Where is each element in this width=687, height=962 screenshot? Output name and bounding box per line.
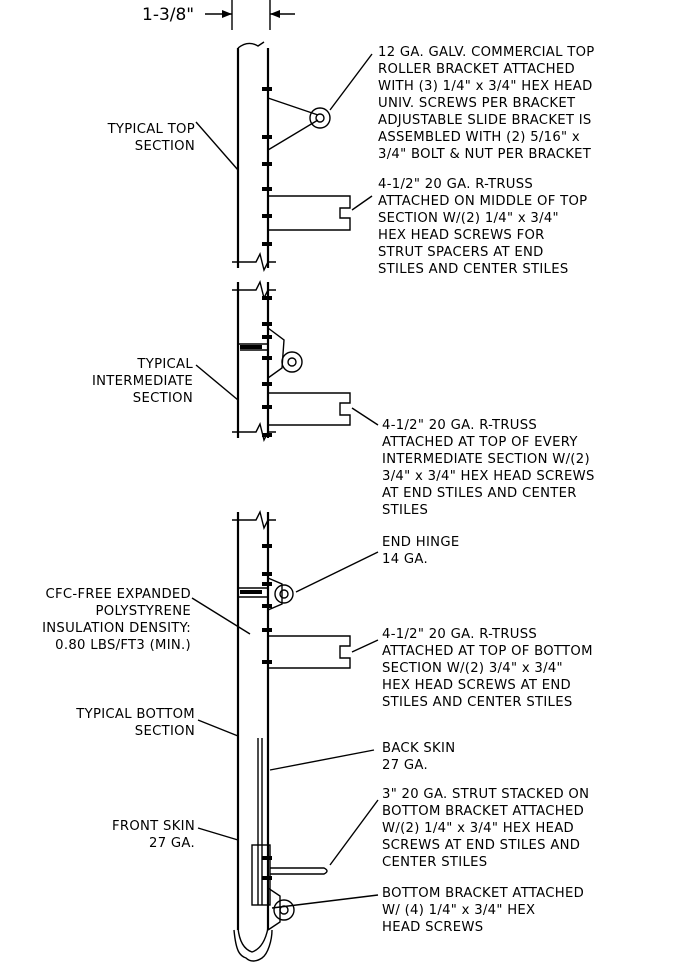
end-hinge-roller [267,577,294,611]
callout-line: 4-1/2" 20 GA. R-TRUSS [382,418,537,433]
callout-top-roller-bracket: 12 GA. GALV. COMMERCIAL TOP ROLLER BRACK… [378,45,595,162]
callout-line: ATTACHED AT TOP OF BOTTOM [382,644,593,659]
callout-line: ADJUSTABLE SLIDE BRACKET IS [378,113,592,128]
left-labels: TYPICAL TOP SECTION TYPICAL INTERMEDIATE… [42,122,195,851]
label-insulation-line4: 0.80 LBS/FT3 (MIN.) [55,638,191,653]
callout-strut: 3" 20 GA. STRUT STACKED ON BOTTOM BRACKE… [382,787,589,870]
label-top-section-line1: TYPICAL TOP [107,122,195,137]
label-insulation-line1: CFC-FREE EXPANDED [46,587,191,602]
bottom-astragal-seal [233,927,273,962]
callout-line: SECTION W/(2) 1/4" x 3/4" [378,211,559,226]
callout-line: ATTACHED ON MIDDLE OF TOP [378,194,587,209]
intermediate-hinge-roller [267,327,303,379]
callout-line: BOTTOM BRACKET ATTACHED [382,804,584,819]
label-top-section-line2: SECTION [135,139,195,154]
callout-line: STILES AND CENTER STILES [382,695,573,710]
callout-top-r-truss: 4-1/2" 20 GA. R-TRUSS ATTACHED ON MIDDLE… [378,177,587,277]
callout-line: AT END STILES AND CENTER [382,486,577,501]
callout-line: HEX HEAD SCREWS AT END [382,678,571,693]
callout-line: UNIV. SCREWS PER BRACKET [378,96,576,111]
callout-line: CENTER STILES [382,855,487,870]
label-front-skin-line2: 27 GA. [149,836,195,851]
callout-bottom-r-truss: 4-1/2" 20 GA. R-TRUSS ATTACHED AT TOP OF… [382,627,593,710]
top-section-panel [232,41,351,273]
callout-line: INTERMEDIATE SECTION W/(2) [382,452,590,467]
callout-line: 14 GA. [382,552,428,567]
callout-line: W/(2) 1/4" x 3/4" HEX HEAD [382,821,574,836]
top-roller-bracket [267,97,331,151]
label-intermediate-line1: TYPICAL [136,357,193,372]
callout-line: BOTTOM BRACKET ATTACHED [382,886,584,901]
callout-end-hinge: END HINGE 14 GA. [382,535,459,567]
callout-line: HEX HEAD SCREWS FOR [378,228,545,243]
callout-line: 3/4" x 3/4" HEX HEAD SCREWS [382,469,595,484]
callout-line: WITH (3) 1/4" x 3/4" HEX HEAD [378,79,593,94]
callout-line: SECTION W/(2) 3/4" x 3/4" [382,661,563,676]
left-leaders [191,121,251,841]
intermediate-section-panel [232,279,351,443]
callout-line: 27 GA. [382,758,428,773]
callout-line: END HINGE [382,535,459,550]
callout-line: HEAD SCREWS [382,920,483,935]
callout-line: STRUT SPACERS AT END [378,245,544,260]
label-intermediate-line3: SECTION [133,391,193,406]
callout-line: BACK SKIN [382,741,455,756]
callout-line: 4-1/2" 20 GA. R-TRUSS [378,177,533,192]
label-bottom-section-line2: SECTION [135,724,195,739]
thickness-dimension: 1-3/8" [142,0,295,30]
top-r-truss [268,195,351,231]
callout-line: ASSEMBLED WITH (2) 5/16" x [378,130,580,145]
bottom-bracket [267,887,295,931]
callout-line: STILES AND CENTER STILES [378,262,569,277]
callout-line: STILES [382,503,428,518]
callout-line: W/ (4) 1/4" x 3/4" HEX [382,903,535,918]
bottom-section-panel [232,509,351,962]
callout-line: 12 GA. GALV. COMMERCIAL TOP [378,45,595,60]
callout-bottom-bracket: BOTTOM BRACKET ATTACHED W/ (4) 1/4" x 3/… [382,886,584,935]
callout-line: 4-1/2" 20 GA. R-TRUSS [382,627,537,642]
label-bottom-section-line1: TYPICAL BOTTOM [75,707,195,722]
callout-line: ATTACHED AT TOP OF EVERY [382,435,578,450]
right-leaders [269,53,379,909]
intermediate-r-truss [268,392,351,426]
callout-line: 3/4" BOLT & NUT PER BRACKET [378,147,592,162]
dimension-text: 1-3/8" [142,5,194,25]
label-insulation-line3: INSULATION DENSITY: [42,621,191,636]
callout-line: SCREWS AT END STILES AND [382,838,580,853]
callout-line: ROLLER BRACKET ATTACHED [378,62,575,77]
top-section-screws [262,87,272,246]
label-front-skin-line1: FRONT SKIN [112,819,195,834]
callout-line: 3" 20 GA. STRUT STACKED ON [382,787,589,802]
label-intermediate-line2: INTERMEDIATE [92,374,193,389]
bottom-section-screws [262,544,272,880]
callout-back-skin: BACK SKIN 27 GA. [382,741,455,773]
intermediate-section-screws [262,296,272,437]
callout-intermediate-r-truss: 4-1/2" 20 GA. R-TRUSS ATTACHED AT TOP OF… [382,418,595,518]
label-insulation-line2: POLYSTYRENE [96,604,191,619]
bottom-strut [251,738,328,906]
bottom-r-truss [268,635,351,669]
